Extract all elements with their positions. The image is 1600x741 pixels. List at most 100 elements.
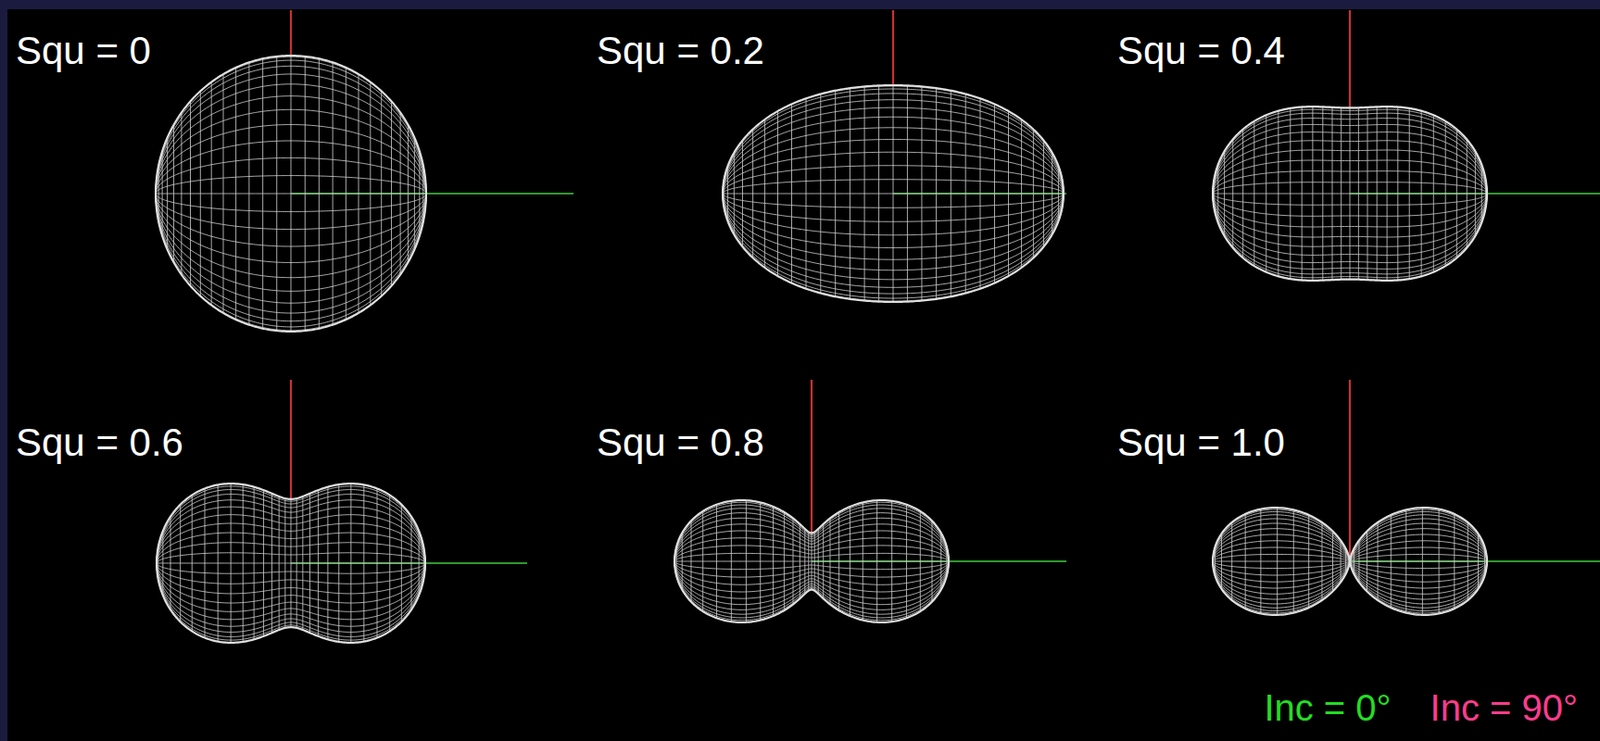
wire-line (792, 517, 794, 605)
wire-line (1453, 514, 1455, 609)
wire-line (411, 516, 413, 611)
wire-line (1212, 523, 1487, 562)
wire-line (242, 484, 244, 643)
wire-line (278, 496, 280, 630)
shape-outline (1212, 106, 1487, 281)
wire-line (834, 90, 836, 298)
wire-line (1223, 151, 1225, 237)
wire-line (804, 529, 806, 594)
wire-line (1340, 107, 1342, 280)
wire-line (1467, 522, 1469, 601)
wire-line (830, 517, 832, 605)
wire-line (1322, 106, 1323, 281)
wire-line (276, 56, 278, 331)
wire-line (733, 152, 735, 236)
wire-line (950, 90, 952, 298)
wire-line (1311, 106, 1313, 281)
vertical-axis (1348, 10, 1351, 108)
wire-line (702, 511, 704, 612)
legend-text: Inc = 0° (1263, 687, 1391, 729)
wire-line (862, 502, 864, 620)
wire-line (179, 504, 181, 623)
wire-line (806, 98, 807, 290)
wire-line (1212, 509, 1487, 562)
wire-line (1353, 548, 1355, 574)
wire-line (818, 529, 819, 594)
wire-line (1481, 163, 1483, 223)
vertical-axis (810, 379, 813, 533)
wire-line (318, 58, 320, 328)
wire-line (166, 137, 168, 250)
wire-line (730, 501, 732, 622)
wire-line (230, 483, 232, 643)
legend-swatch: Inc = 90° (1430, 687, 1578, 729)
panel-label: Squ = 0 (15, 29, 152, 73)
wire-line (1231, 522, 1233, 601)
wire-line (1349, 107, 1351, 279)
wire-line (1033, 129, 1034, 259)
wire-line (338, 484, 340, 643)
wire-line (777, 111, 779, 277)
wire-line (783, 512, 785, 611)
wire-line (878, 85, 880, 302)
wire-line (1456, 128, 1458, 258)
wire-line (1377, 522, 1379, 601)
wire-line (1043, 139, 1045, 247)
wire-line (919, 511, 921, 612)
wire-line (864, 86, 866, 301)
wire-line (1212, 511, 1487, 562)
wire-line (1058, 165, 1059, 222)
wire-line (418, 151, 420, 237)
wire-line (1308, 515, 1310, 608)
wire-line (1332, 530, 1334, 592)
wire-line (173, 125, 175, 264)
legend-text: Inc = 90° (1430, 687, 1578, 729)
wire-line (1397, 106, 1399, 280)
wire-line (363, 484, 365, 642)
wire-line (994, 103, 996, 283)
wire-line (1293, 509, 1295, 613)
wire-line (253, 487, 255, 641)
wire-line (422, 164, 424, 223)
shape-outline (156, 483, 426, 643)
wire-line (350, 483, 352, 643)
squash-shape (155, 10, 574, 332)
wire-line (819, 93, 821, 293)
wire-line (1422, 507, 1424, 616)
wire-line (1277, 111, 1279, 278)
squash-shape (722, 10, 1067, 303)
wire-line (906, 504, 908, 619)
wire-line (1212, 561, 1487, 608)
wire-line (932, 520, 933, 603)
wire-line (791, 103, 793, 283)
wire-line (1301, 106, 1303, 280)
wire-line (158, 164, 160, 223)
wire-line (369, 81, 371, 305)
vertical-axis (1348, 379, 1351, 562)
wire-line (1405, 509, 1407, 613)
wire-line (1474, 151, 1476, 237)
wire-line (727, 165, 729, 222)
panel-label: Squ = 0.8 (596, 421, 765, 465)
squash-shape (1212, 379, 1600, 616)
wire-line (1345, 548, 1347, 574)
wire-line (1232, 138, 1234, 248)
wire-line (1409, 108, 1411, 279)
shape-outline (155, 55, 427, 332)
wire-line (764, 119, 766, 268)
wire-line (358, 74, 360, 314)
wire-line (223, 74, 225, 314)
wire-line (772, 506, 774, 617)
wire-line (849, 506, 851, 617)
panel-label: Squ = 0.2 (596, 29, 765, 73)
wire-line (302, 496, 303, 630)
wire-line (200, 90, 202, 296)
squash-shape (674, 379, 1067, 623)
wire-line (1253, 121, 1255, 266)
wire-line (204, 488, 206, 638)
wire-line (191, 494, 193, 631)
wire-line (309, 493, 311, 634)
wire-line (1245, 514, 1247, 609)
panel-label: Squ = 0.4 (1117, 29, 1286, 73)
wire-line (893, 85, 895, 303)
